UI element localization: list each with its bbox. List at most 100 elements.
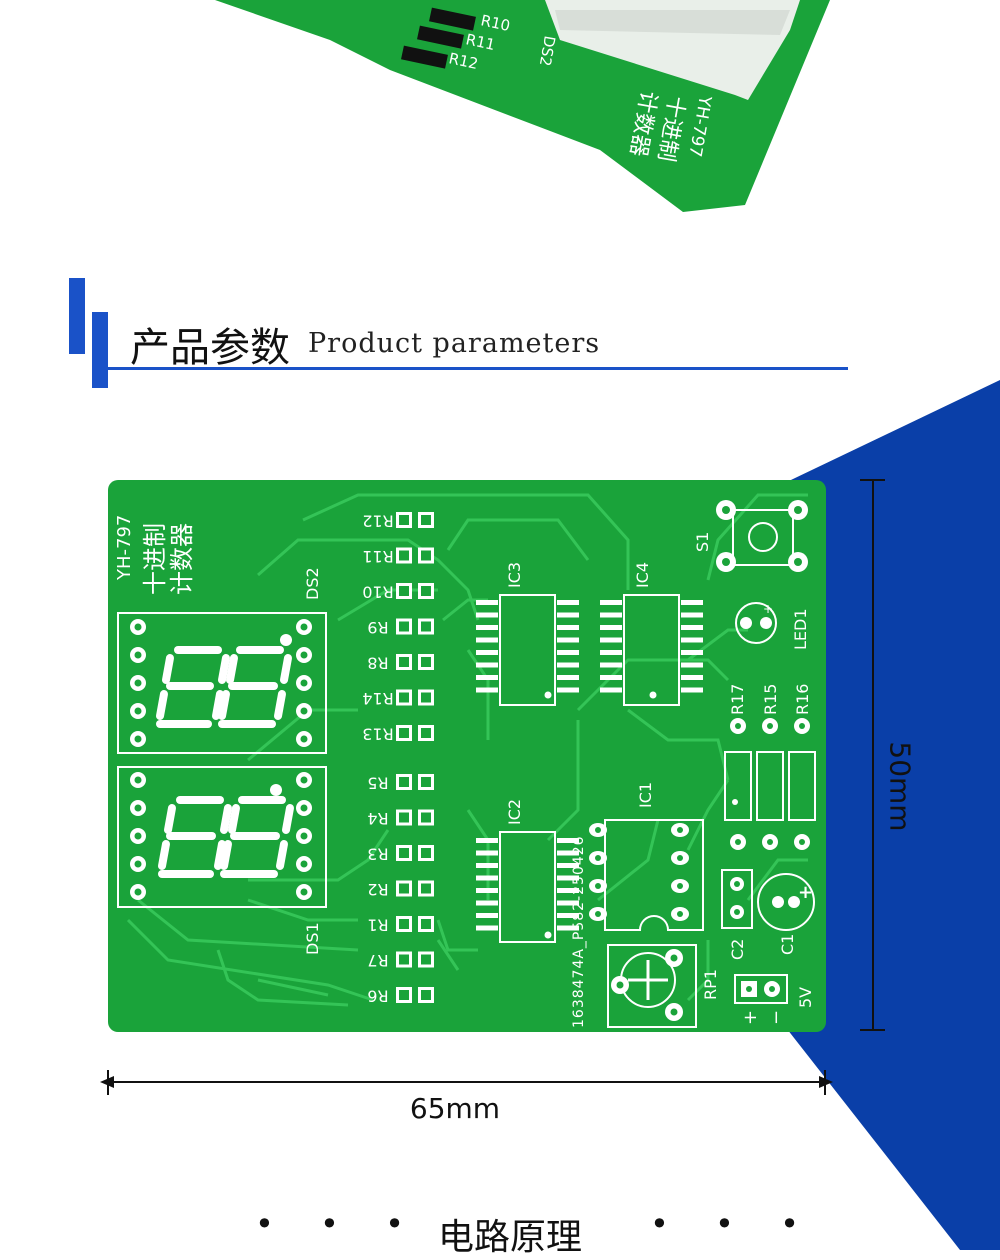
section-title-cn: 产品参数 <box>130 325 290 371</box>
board-name-1: 十进制 <box>141 523 169 595</box>
c1-footprint: + <box>757 873 815 931</box>
ic-pin <box>681 637 703 643</box>
display-ds1 <box>117 766 327 908</box>
ic-pin <box>476 600 498 605</box>
ic-pin <box>476 675 498 680</box>
label-c2: C2 <box>728 939 747 960</box>
label-ds2: DS2 <box>303 567 322 600</box>
ic-pin <box>557 838 579 843</box>
top-label-ds2: DS2 <box>536 34 559 67</box>
ic-pin <box>600 650 622 655</box>
ic-pin <box>600 637 622 643</box>
footer-title: 电路原理 <box>437 1217 582 1258</box>
resistor-label: R13 <box>362 725 393 744</box>
ic-pin <box>476 637 498 643</box>
ic-pin <box>476 625 498 630</box>
resistor-label: R4 <box>367 809 388 828</box>
resistor-r13: R13 <box>362 725 434 744</box>
resistor-label: R2 <box>367 880 388 899</box>
led1-footprint: + <box>735 602 777 644</box>
label-5v: 5V <box>796 987 815 1008</box>
ic-pin <box>557 612 579 618</box>
ic-pin <box>681 600 703 605</box>
ic-pin <box>600 675 622 680</box>
footer-dots-left: • • • <box>255 1205 422 1243</box>
power-header-footprint <box>734 974 788 1004</box>
ic-pin <box>681 687 703 693</box>
svg-text:+: + <box>763 602 773 616</box>
ic-pin <box>476 687 498 693</box>
pcb-traces <box>126 493 808 1007</box>
resistor-label: R8 <box>367 654 388 673</box>
rp1-potentiometer-footprint <box>607 944 697 1028</box>
ic-pin <box>557 637 579 643</box>
top-label-r12: R12 <box>447 49 480 73</box>
resistor-label: R9 <box>367 618 388 637</box>
ic-pin <box>600 600 622 605</box>
s1-button-footprint <box>716 500 808 572</box>
label-r17: R17 <box>728 684 747 715</box>
header-accent-bar-2 <box>92 312 108 388</box>
resistor-r2: R2 <box>367 880 434 899</box>
resistor-r6: R6 <box>367 987 434 1006</box>
footer-dots-right: • • • <box>650 1205 817 1243</box>
ic-pin <box>557 675 579 680</box>
svg-text:+: + <box>798 882 813 903</box>
ic-pin <box>476 900 498 906</box>
board-serial: 1638474A_P582-250426 <box>571 835 587 1028</box>
board-name-2: 计数器 <box>168 523 196 595</box>
ic-pin <box>681 675 703 680</box>
ic-pin <box>476 838 498 843</box>
label-led1: LED1 <box>791 608 810 650</box>
ic3-footprint <box>476 594 579 706</box>
resistor-label: R5 <box>367 774 388 793</box>
top-label-r11: R11 <box>464 30 497 54</box>
label-r15: R15 <box>761 684 780 715</box>
resistor-r4: R4 <box>367 809 434 828</box>
label-r16: R16 <box>793 684 812 715</box>
ic-pin <box>557 687 579 693</box>
label-minus: − <box>766 1010 787 1025</box>
resistor-label: R11 <box>362 547 393 566</box>
header-underline <box>108 367 848 370</box>
pcb-substrate <box>108 480 826 1032</box>
resistor-label: R6 <box>367 987 388 1006</box>
resistor-r7: R7 <box>367 951 434 970</box>
ic-pin <box>476 662 498 668</box>
ic-pin <box>476 888 498 893</box>
c2-footprint <box>721 869 753 929</box>
ic-pin <box>557 875 579 881</box>
ic-pin <box>681 612 703 618</box>
section-title-en: Product parameters <box>308 328 601 359</box>
label-ic1: IC1 <box>636 782 655 808</box>
ic-pin <box>557 662 579 668</box>
ic-pin <box>557 925 579 931</box>
label-ic4: IC4 <box>633 562 652 588</box>
ic-pin <box>681 662 703 668</box>
top-board-photo: R10 R11 R12 DS2 YH-797 十进制 计数器 <box>215 0 830 212</box>
top-label-r10: R10 <box>479 11 512 35</box>
ic-pin <box>557 625 579 630</box>
resistor-r12: R12 <box>362 512 434 531</box>
ic-pin <box>681 625 703 630</box>
ic-pin <box>476 863 498 868</box>
dimension-height: 50mm <box>883 741 917 832</box>
ic-pin <box>557 650 579 655</box>
resistor-r10: R10 <box>362 583 434 602</box>
blue-decoration <box>770 380 1000 1250</box>
resistor-label: R14 <box>362 689 393 708</box>
ic-pin <box>557 850 579 856</box>
ic4-footprint <box>600 594 703 706</box>
r15-r17-outlines <box>724 751 816 821</box>
label-ds1: DS1 <box>303 922 322 955</box>
ic-pin <box>600 662 622 668</box>
ic-pin <box>600 612 622 618</box>
dimension-width: 65mm <box>409 1092 501 1125</box>
ic-pin <box>557 913 579 918</box>
resistor-r3: R3 <box>367 845 434 864</box>
label-plus: + <box>740 1010 761 1025</box>
display-ds2 <box>117 612 327 754</box>
resistor-label: R1 <box>367 916 388 935</box>
